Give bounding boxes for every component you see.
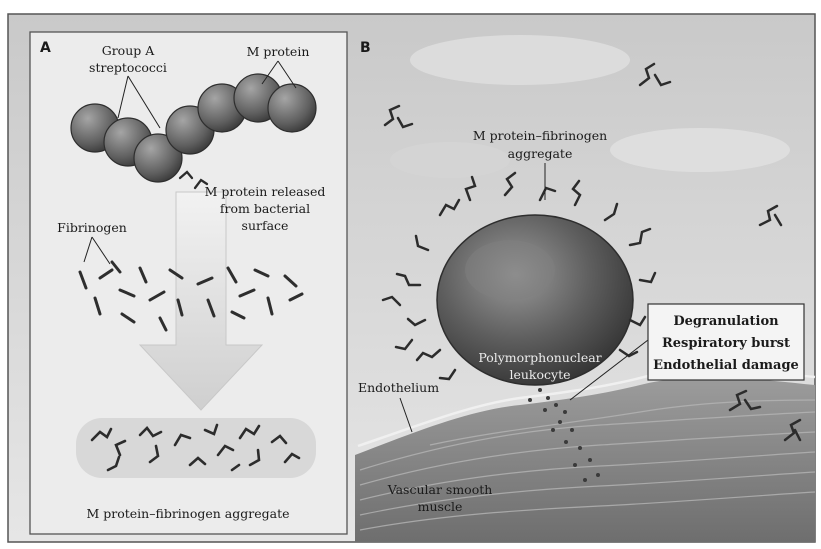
leukocyte-label-line2: leukocyte <box>509 367 570 382</box>
effect-respiratory-burst: Respiratory burst <box>662 336 790 351</box>
m-protein-label: M protein <box>247 44 310 59</box>
group-a-label-line1: Group A <box>102 43 156 58</box>
m-protein-released-line1: M protein released <box>205 184 326 199</box>
smooth-muscle-label-line1: Vascular smooth <box>387 482 493 497</box>
endothelium-label: Endothelium <box>358 380 439 395</box>
leukocyte-label-line1: Polymorphonuclear <box>478 350 601 365</box>
group-a-label-line2: streptococci <box>89 60 167 75</box>
aggregate-caption: M protein–fibrinogen aggregate <box>86 506 289 521</box>
aggregate-label-line1: M protein–fibrinogen <box>473 128 607 143</box>
panel-a-letter: A <box>40 40 51 56</box>
effect-endothelial-damage: Endothelial damage <box>653 358 799 373</box>
aggregate-label-line2: aggregate <box>508 146 573 161</box>
m-protein-released-line2: from bacterial <box>220 201 310 216</box>
panel-b-letter: B <box>360 40 371 56</box>
fibrinogen-label: Fibrinogen <box>57 220 127 235</box>
smooth-muscle-label-line2: muscle <box>418 499 463 514</box>
m-protein-released-line3: surface <box>242 218 289 233</box>
effect-degranulation: Degranulation <box>673 314 779 329</box>
panel-a: A Group A streptococci M protein M prote… <box>30 32 347 534</box>
